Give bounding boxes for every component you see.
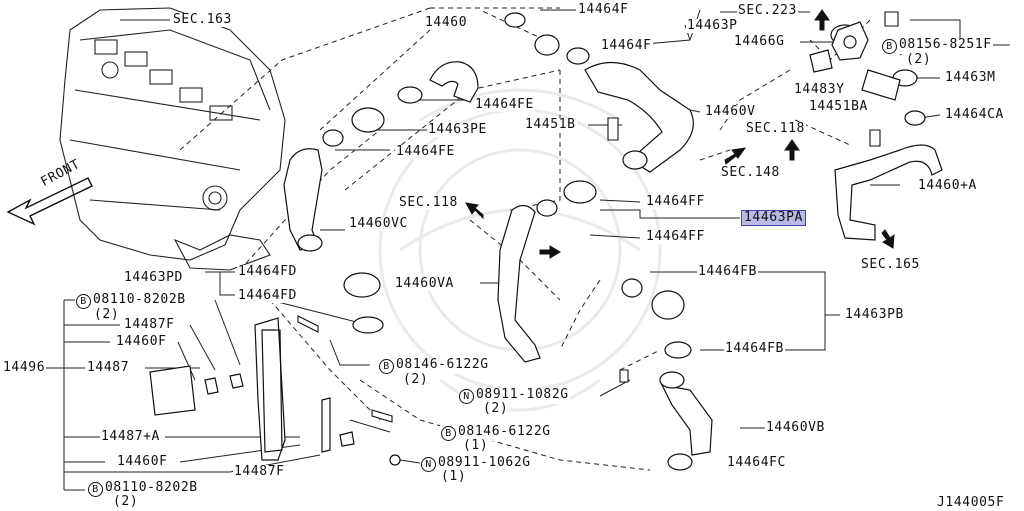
section-ref-165: SEC.165 bbox=[860, 257, 921, 272]
qty-08110-top: (2) bbox=[93, 307, 121, 322]
label-14460VC[interactable]: 14460VC bbox=[348, 216, 409, 231]
label-14460[interactable]: 14460 bbox=[424, 15, 469, 30]
label-14464F-top[interactable]: 14464F bbox=[577, 2, 630, 17]
section-ref-163: SEC.163 bbox=[172, 12, 233, 27]
label-14463PE[interactable]: 14463PE bbox=[427, 122, 488, 137]
qty-08911-1082: (2) bbox=[482, 401, 510, 416]
qty-08156: (2) bbox=[905, 52, 933, 67]
engine-block bbox=[59, 7, 286, 271]
bolt-marker: B bbox=[88, 482, 103, 497]
label-14487F-1[interactable]: 14487F bbox=[123, 317, 176, 332]
label-14463PA-highlighted[interactable]: 14463PA bbox=[741, 210, 806, 226]
section-ref-148: SEC.148 bbox=[720, 165, 781, 180]
nut-marker: N bbox=[459, 389, 474, 404]
bolt-marker: B bbox=[379, 359, 394, 374]
label-14464FD-1[interactable]: 14464FD bbox=[237, 264, 298, 279]
section-ref-118-upper: SEC.118 bbox=[745, 121, 806, 136]
label-14460-A[interactable]: 14460+A bbox=[917, 178, 978, 193]
label-14463PB[interactable]: 14463PB bbox=[844, 307, 905, 322]
section-arrows bbox=[465, 9, 895, 259]
bolt-marker: B bbox=[441, 426, 456, 441]
label-14460F-1[interactable]: 14460F bbox=[115, 334, 168, 349]
label-14464FE-2[interactable]: 14464FE bbox=[395, 144, 456, 159]
label-14460VB[interactable]: 14460VB bbox=[765, 420, 826, 435]
label-14464FB-1[interactable]: 14464FB bbox=[697, 264, 758, 279]
nut-marker: N bbox=[421, 457, 436, 472]
label-14483Y[interactable]: 14483Y bbox=[793, 82, 846, 97]
label-14460F-2[interactable]: 14460F bbox=[116, 454, 169, 469]
label-14464FE-1[interactable]: 14464FE bbox=[474, 97, 535, 112]
label-14463PD[interactable]: 14463PD bbox=[123, 270, 184, 285]
label-14464FF-2[interactable]: 14464FF bbox=[645, 229, 706, 244]
qty-08146-1: (2) bbox=[402, 372, 430, 387]
label-14451B[interactable]: 14451B bbox=[524, 117, 577, 132]
label-14464FF-1[interactable]: 14464FF bbox=[645, 194, 706, 209]
label-14464FD-2[interactable]: 14464FD bbox=[237, 288, 298, 303]
label-14466G[interactable]: 14466G bbox=[733, 34, 786, 49]
intercooler bbox=[149, 317, 401, 466]
section-ref-223: SEC.223 bbox=[737, 3, 798, 18]
qty-08146-2: (1) bbox=[462, 438, 490, 453]
label-14487-A[interactable]: 14487+A bbox=[100, 429, 161, 444]
bolt-marker: B bbox=[882, 39, 897, 54]
label-14463M[interactable]: 14463M bbox=[944, 70, 997, 85]
label-14451BA[interactable]: 14451BA bbox=[808, 99, 869, 114]
label-14460VA[interactable]: 14460VA bbox=[394, 276, 455, 291]
label-14496[interactable]: 14496 bbox=[2, 360, 47, 375]
label-14464F-mid[interactable]: 14464F bbox=[600, 38, 653, 53]
label-14487F-2[interactable]: 14487F bbox=[233, 464, 286, 479]
diagram-id: J144005F bbox=[936, 495, 1006, 510]
valve-assembly bbox=[809, 21, 901, 101]
label-14460V[interactable]: 14460V bbox=[704, 104, 757, 119]
hoses bbox=[283, 61, 943, 456]
section-ref-118-lower: SEC.118 bbox=[398, 195, 459, 210]
qty-08110-bottom: (2) bbox=[112, 494, 140, 509]
label-14463P[interactable]: 14463P bbox=[686, 18, 739, 33]
front-arrow bbox=[6, 177, 93, 226]
label-14464FC[interactable]: 14464FC bbox=[726, 455, 787, 470]
label-14464FB-2[interactable]: 14464FB bbox=[724, 341, 785, 356]
bolts bbox=[297, 11, 899, 423]
label-14487[interactable]: 14487 bbox=[86, 360, 131, 375]
qty-08911-1062: (1) bbox=[440, 469, 468, 484]
bolt-marker: B bbox=[76, 294, 91, 309]
label-14464CA[interactable]: 14464CA bbox=[944, 107, 1005, 122]
